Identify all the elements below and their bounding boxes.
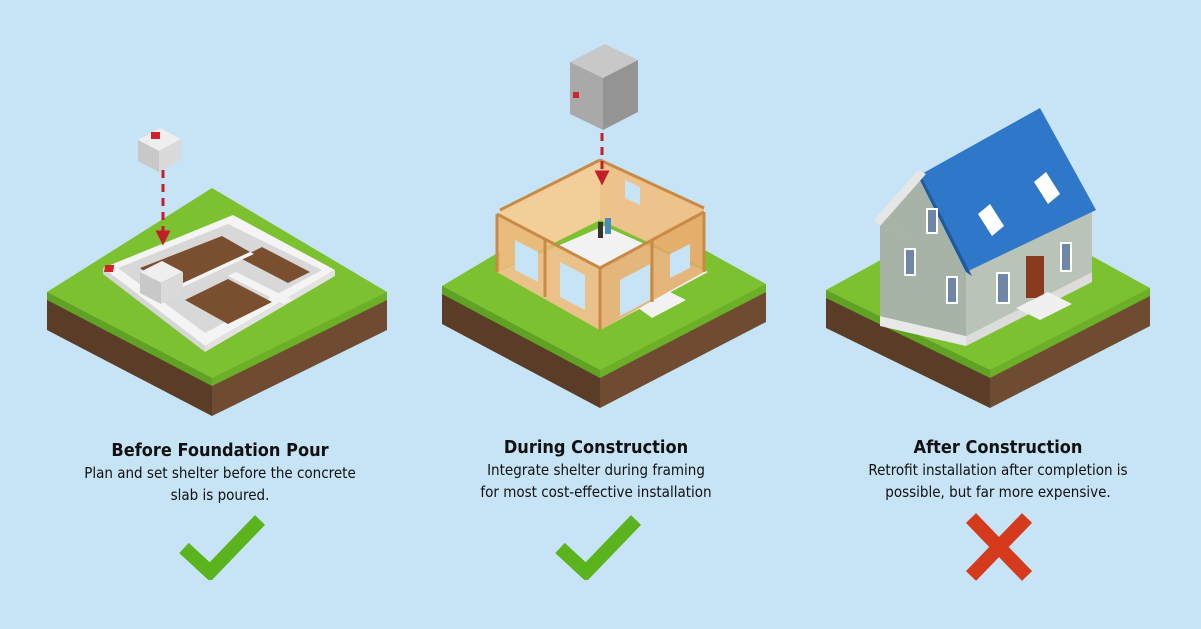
stage-description: Integrate shelter during framing for mos… bbox=[480, 461, 712, 501]
cross-icon bbox=[965, 513, 1033, 581]
stage-description: Plan and set shelter before the concrete… bbox=[84, 464, 356, 504]
stage-description: Retrofit installation after completion i… bbox=[868, 461, 1128, 501]
stage-caption-during-construction: During Construction Integrate shelter du… bbox=[426, 437, 766, 503]
stage-caption-before-foundation: Before Foundation Pour Plan and set shel… bbox=[50, 440, 390, 506]
stage-title: During Construction bbox=[503, 437, 689, 458]
house-scene bbox=[826, 108, 1150, 408]
framing-scene bbox=[442, 44, 766, 408]
check-icon bbox=[179, 515, 266, 580]
foundation-scene bbox=[47, 128, 387, 416]
stage-caption-after-construction: After Construction Retrofit installation… bbox=[828, 437, 1168, 503]
stage-title: Before Foundation Pour bbox=[111, 440, 329, 461]
stage-title: After Construction bbox=[913, 437, 1083, 458]
check-icon bbox=[555, 515, 642, 580]
